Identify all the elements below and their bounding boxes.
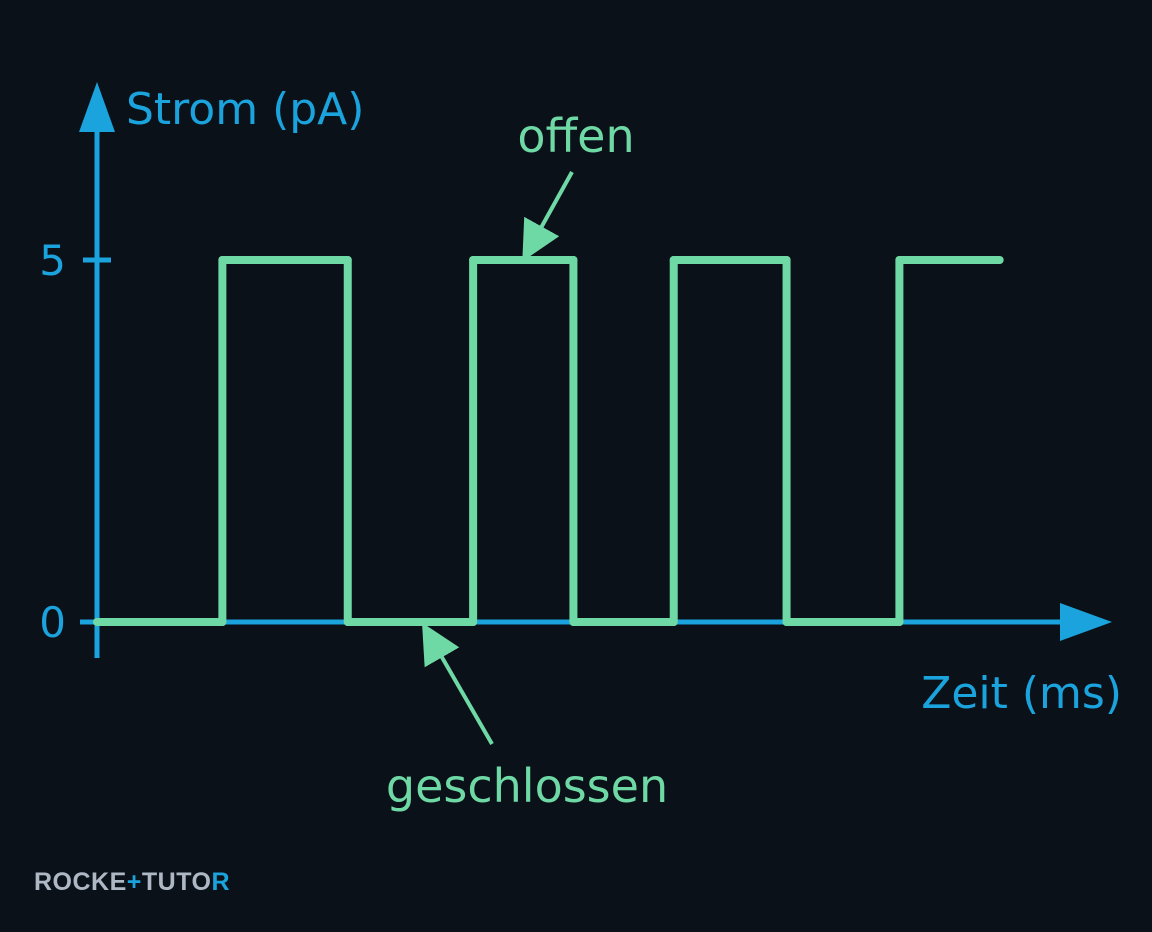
marks (93, 256, 1004, 626)
x-axis-title: Zeit (ms) (921, 668, 1122, 719)
rocketutor-logo: ROCKE+TUTOR (34, 868, 231, 896)
annotation-label-0: offen (517, 109, 634, 163)
y-tick-label-0: 0 (39, 598, 66, 647)
y-axis-arrowhead (79, 82, 115, 132)
y-tick-label-5: 5 (39, 236, 66, 285)
x-axis-arrowhead (1060, 603, 1112, 641)
labels: 0 5 Strom (pA) Zeit (ms) offen geschlossen (39, 84, 1122, 813)
annotation-arrow-0 (522, 171, 574, 262)
annotation-arrow-1 (422, 622, 494, 745)
annotation-label-1: geschlossen (386, 759, 668, 813)
axes (79, 82, 1112, 658)
y-axis-title: Strom (pA) (126, 84, 364, 135)
